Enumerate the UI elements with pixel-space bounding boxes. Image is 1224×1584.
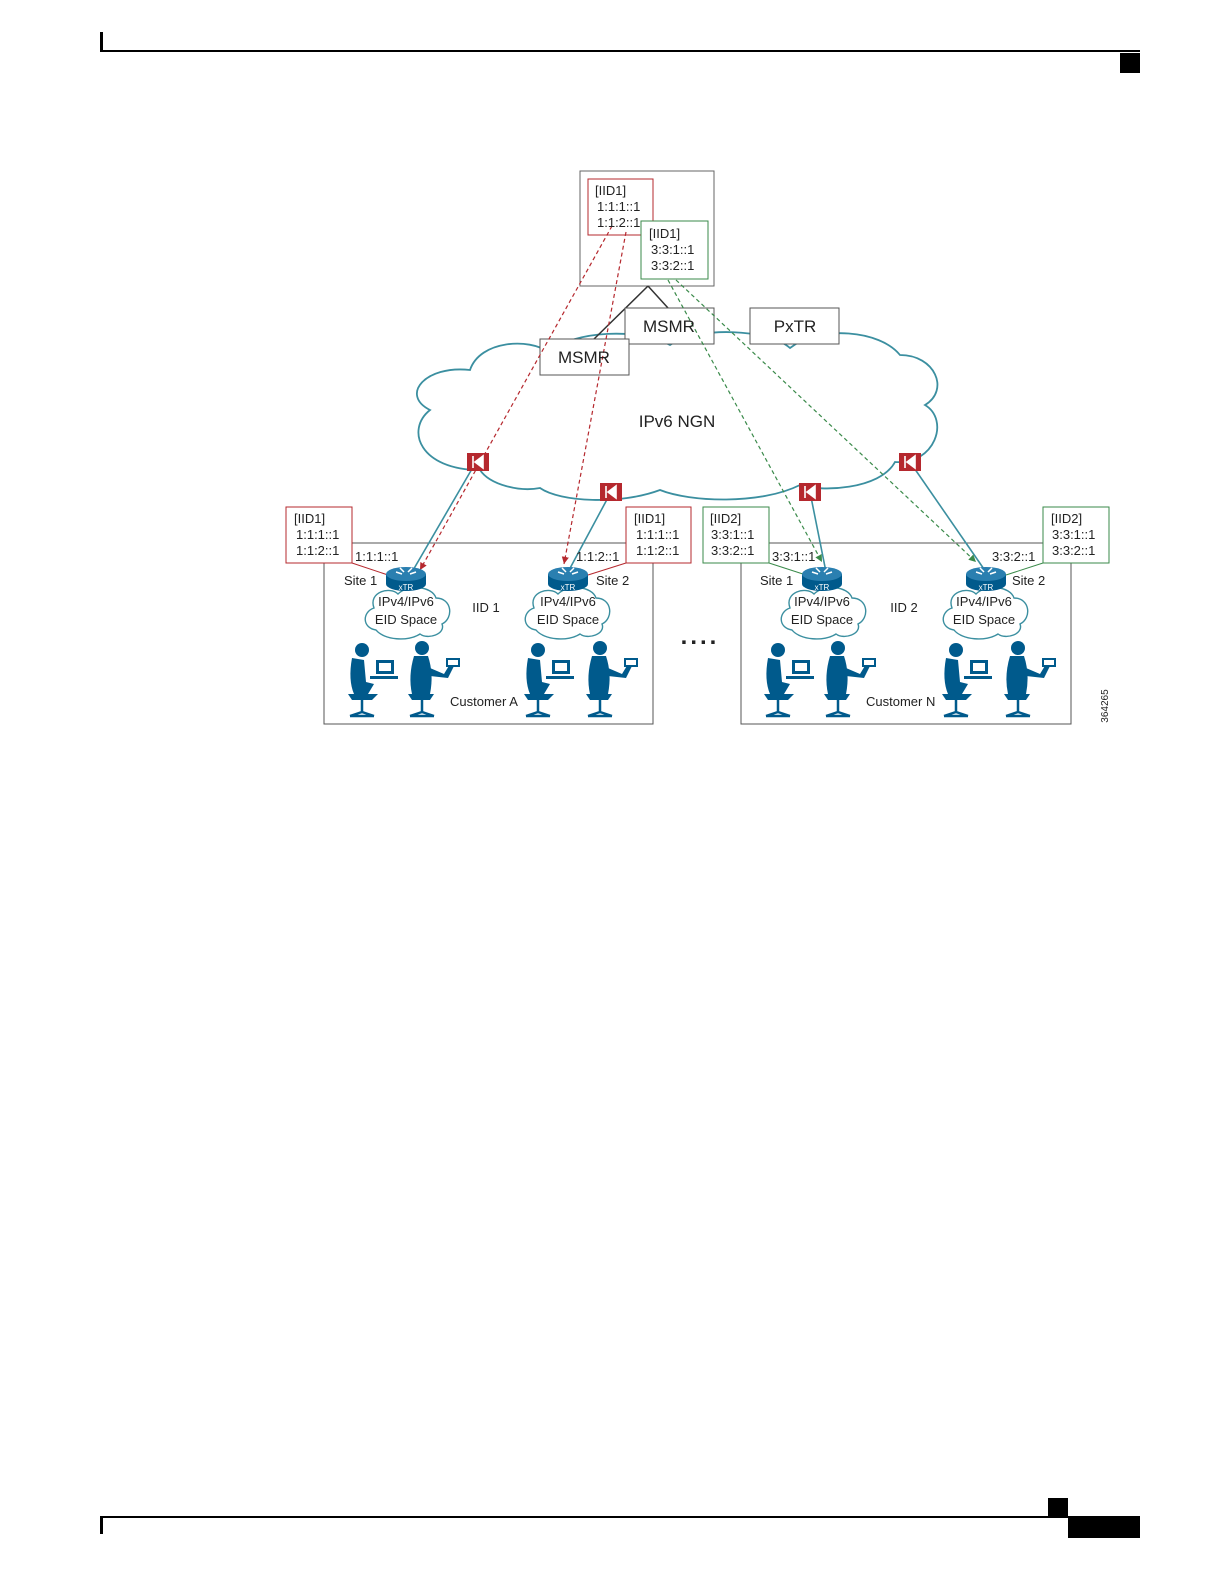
eid-cloud-line2: EID Space <box>953 612 1015 627</box>
table-connectors <box>351 562 627 576</box>
border-node-icon <box>599 482 623 502</box>
pxtr-box <box>749 307 840 345</box>
mapping-green-iid: [IID1] <box>649 226 680 241</box>
eid-clouds <box>364 587 1029 640</box>
rloc-label: 3:3:1::1 <box>772 549 815 564</box>
rloc-label: 1:1:1::1 <box>355 549 398 564</box>
site-table-row: 3:3:1::1 <box>1052 527 1095 542</box>
site-table-iid: [IID2] <box>710 511 741 526</box>
mapping-red-row: 1:1:2::1 <box>597 215 640 230</box>
router-label: xTR <box>815 583 830 592</box>
eid-cloud-line1: IPv4/IPv6 <box>540 594 596 609</box>
header-rule <box>100 50 1140 52</box>
eid-cloud <box>524 587 611 640</box>
mapping-green-table <box>640 220 709 280</box>
cloud-label: IPv6 NGN <box>639 412 716 431</box>
iid-label: IID 2 <box>890 600 917 615</box>
border-node-icon <box>466 452 490 472</box>
site-table-iid: [IID1] <box>634 511 665 526</box>
user-desktop-icon <box>940 641 994 718</box>
mapping-red-row: 1:1:1::1 <box>597 199 640 214</box>
site-label: Site 1 <box>344 573 377 588</box>
eid-cloud-line1: IPv4/IPv6 <box>956 594 1012 609</box>
site-table-row: 3:3:2::1 <box>1052 543 1095 558</box>
customer-label: Customer A <box>450 694 518 709</box>
rloc-label: 3:3:2::1 <box>992 549 1035 564</box>
eid-cloud <box>780 587 867 640</box>
site-table-row: 1:1:2::1 <box>296 543 339 558</box>
rloc-label: 1:1:2::1 <box>576 549 619 564</box>
site-label: Site 1 <box>760 573 793 588</box>
ellipsis: .... <box>681 623 720 650</box>
header-square <box>1120 53 1140 73</box>
customer-n-box <box>740 542 1072 725</box>
eid-cloud-line2: EID Space <box>375 612 437 627</box>
site-table-row: 3:3:2::1 <box>711 543 754 558</box>
table-connectors-green <box>768 562 1044 576</box>
site-table-a1 <box>285 506 353 564</box>
site-table-row: 1:1:2::1 <box>636 543 679 558</box>
map-request-green <box>667 279 977 563</box>
router-label: xTR <box>561 583 576 592</box>
user-desktop-icon <box>522 641 576 718</box>
eid-cloud <box>364 587 451 640</box>
map-request-red <box>419 225 627 571</box>
eid-cloud-line1: IPv4/IPv6 <box>378 594 434 609</box>
eid-cloud-line2: EID Space <box>537 612 599 627</box>
site-table-n1 <box>702 506 770 564</box>
iid-label: IID 1 <box>472 600 499 615</box>
footer-square <box>1048 1498 1068 1516</box>
site-table-iid: [IID1] <box>294 511 325 526</box>
msmr-label: MSMR <box>643 317 695 336</box>
mapping-green-row: 3:3:2::1 <box>651 258 694 273</box>
router-label: xTR <box>979 583 994 592</box>
header-tick <box>100 32 103 52</box>
site-table-n2 <box>1042 506 1110 564</box>
figure-id: 364265 <box>1100 689 1111 723</box>
msmr-box-left <box>539 338 630 376</box>
border-node-icon <box>898 452 922 472</box>
site-table-row: 1:1:1::1 <box>296 527 339 542</box>
rloc-links <box>411 461 987 573</box>
eid-cloud <box>942 587 1029 640</box>
site-table-a2 <box>625 506 692 564</box>
footer-tab <box>1068 1518 1140 1538</box>
user-desktop-icon <box>346 641 400 718</box>
eid-cloud-line2: EID Space <box>791 612 853 627</box>
site-label: Site 2 <box>596 573 629 588</box>
border-node-icon <box>798 482 822 502</box>
msmr-label: MSMR <box>558 348 610 367</box>
customer-a-box <box>323 542 654 725</box>
mapping-red-iid: [IID1] <box>595 183 626 198</box>
pxtr-label: PxTR <box>774 317 817 336</box>
site-table-iid: [IID2] <box>1051 511 1082 526</box>
msmr-connector <box>592 285 669 341</box>
footer-tick <box>100 1518 103 1534</box>
eid-cloud-line1: IPv4/IPv6 <box>794 594 850 609</box>
user-laptop-icon <box>1002 639 1058 718</box>
customer-label: Customer N <box>866 694 935 709</box>
site-label: Site 2 <box>1012 573 1045 588</box>
user-desktop-icon <box>762 641 816 718</box>
mapping-green-row: 3:3:1::1 <box>651 242 694 257</box>
footer-rule <box>100 1516 1140 1518</box>
user-laptop-icon <box>584 639 640 718</box>
site-table-row: 3:3:1::1 <box>711 527 754 542</box>
router-label: xTR <box>399 583 414 592</box>
site-table-row: 1:1:1::1 <box>636 527 679 542</box>
